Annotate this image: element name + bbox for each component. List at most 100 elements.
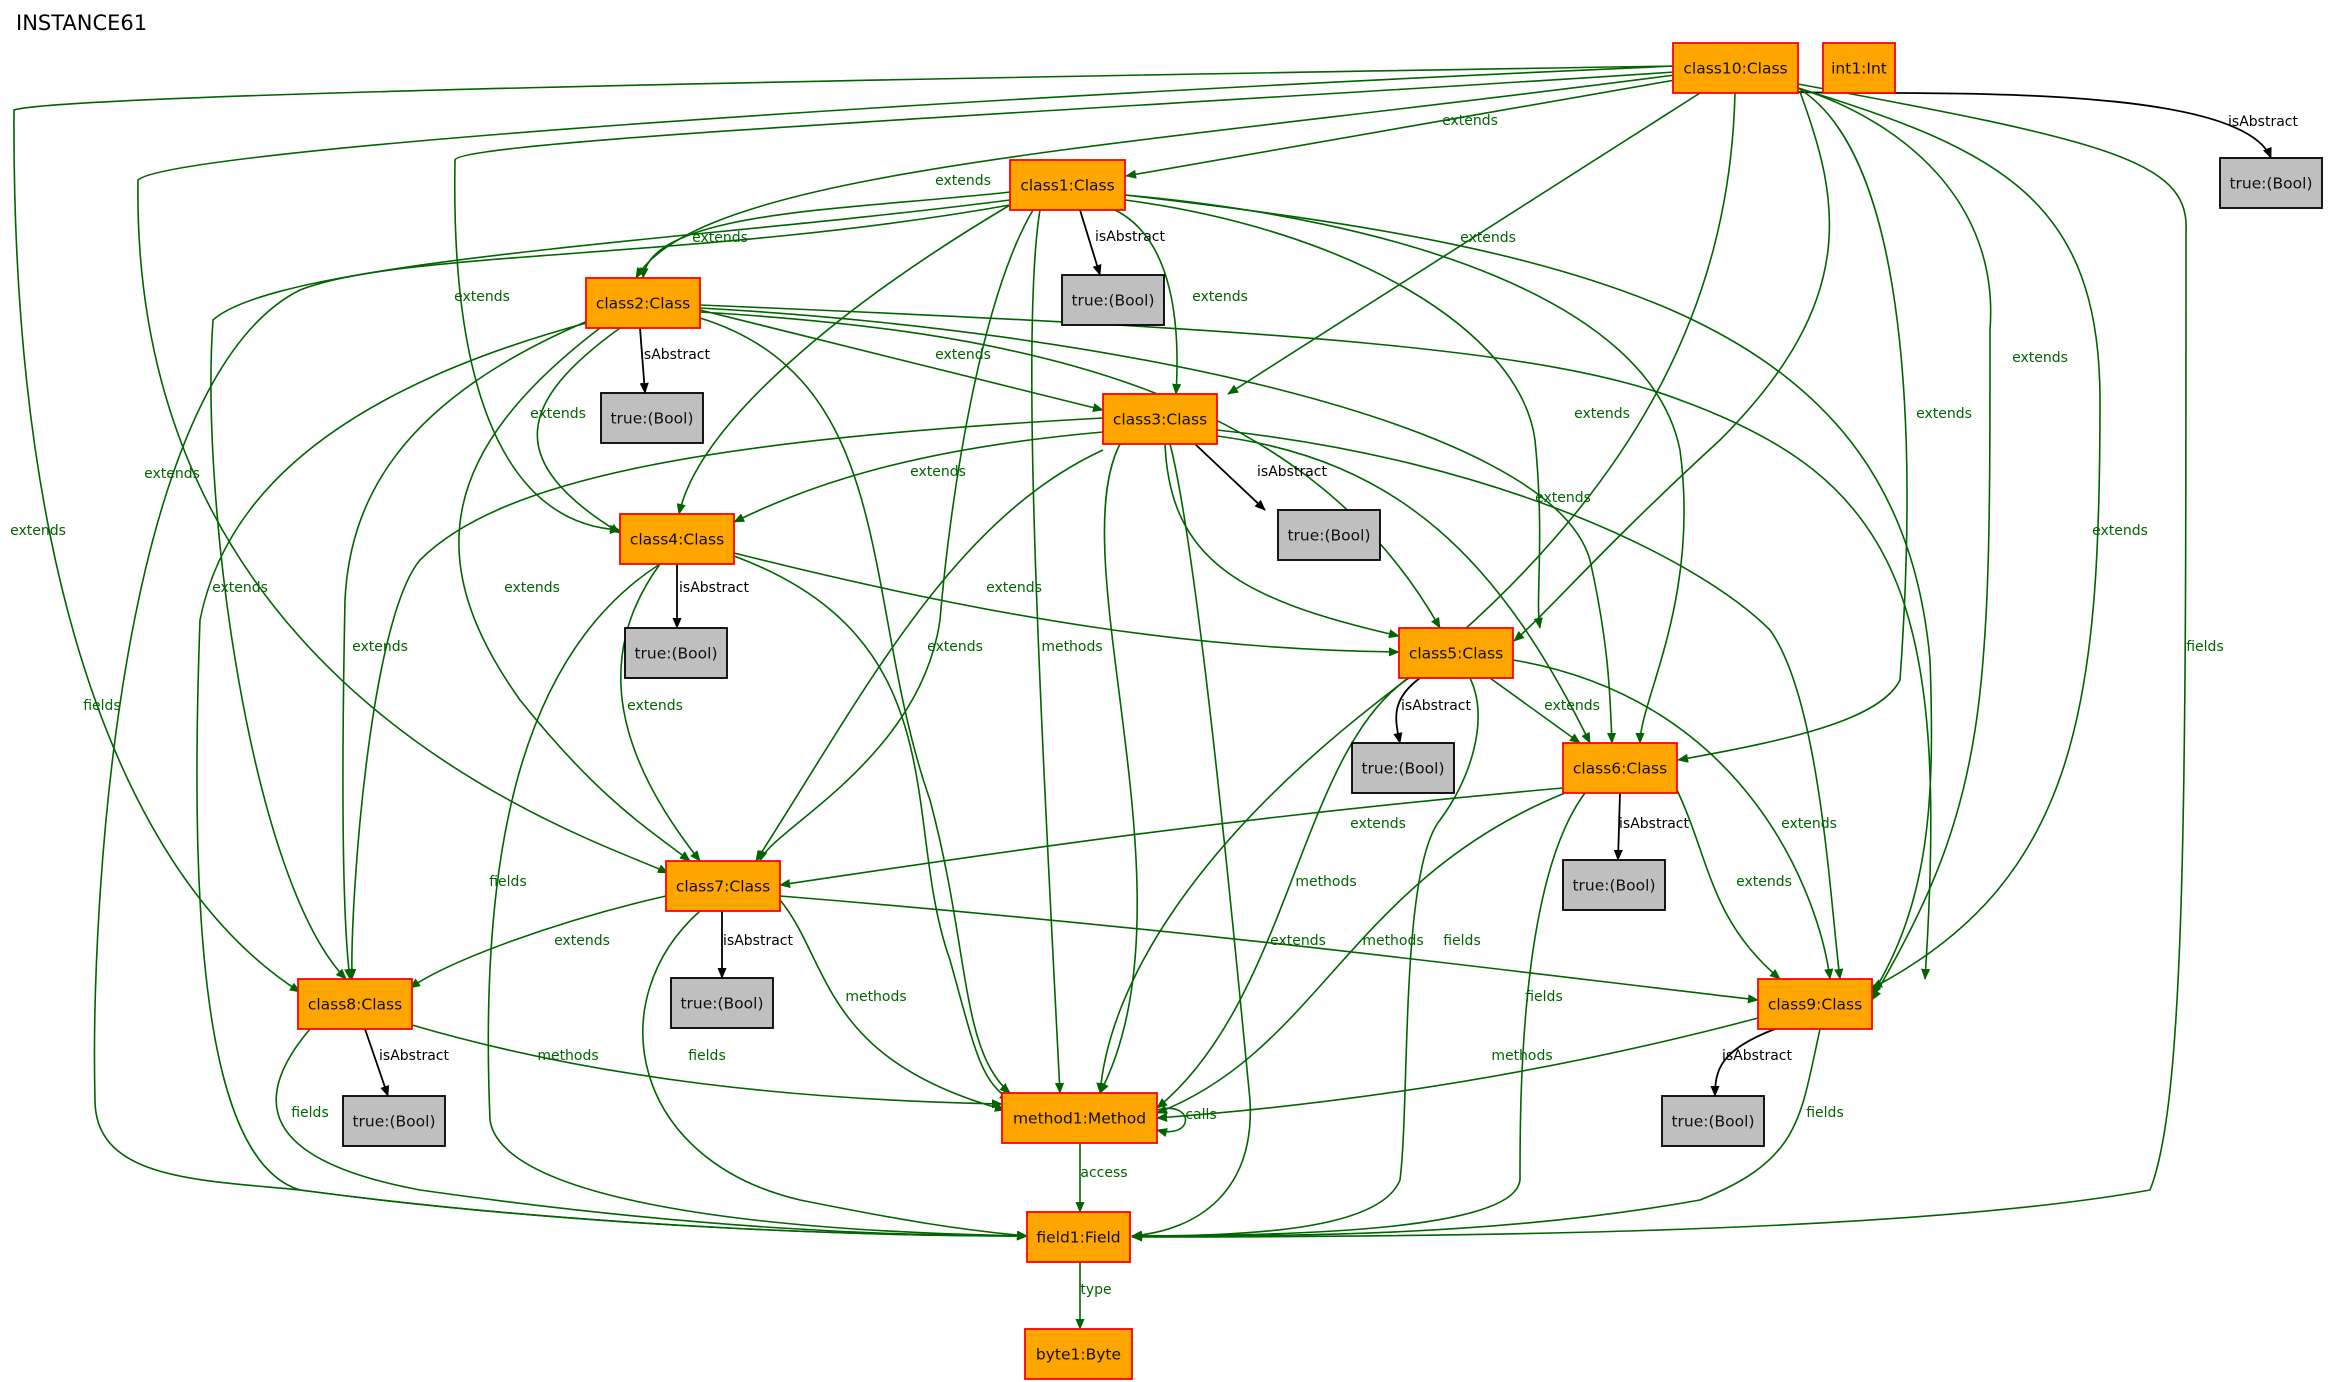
edge-class7-method1 bbox=[779, 899, 1006, 1112]
node-b8[interactable]: true:(Bool) bbox=[342, 1095, 446, 1147]
edge-class10-class3 bbox=[1227, 92, 1701, 395]
edge-class3-class7 bbox=[755, 449, 1104, 862]
node-b7[interactable]: true:(Bool) bbox=[670, 977, 774, 1029]
node-b5[interactable]: true:(Bool) bbox=[1351, 742, 1455, 794]
edge-class3-b3 bbox=[1194, 443, 1266, 511]
node-box-class7 bbox=[665, 860, 781, 912]
edge-label-class7-class8: extends bbox=[554, 933, 610, 949]
edge-class10-class5 bbox=[1513, 91, 1831, 642]
edge-label-class10-class9: extends bbox=[2092, 523, 2148, 539]
node-b1[interactable]: true:(Bool) bbox=[1061, 274, 1165, 326]
node-class1[interactable]: class1:Class bbox=[1009, 159, 1126, 211]
edge-class9-field1 bbox=[1131, 1028, 1821, 1241]
node-label-byte1: byte1:Byte bbox=[1036, 1346, 1121, 1364]
edge-label-class1-b1: isAbstract bbox=[1095, 229, 1165, 245]
node-class9[interactable]: class9:Class bbox=[1757, 978, 1873, 1030]
node-byte1[interactable]: byte1:Byte bbox=[1024, 1328, 1133, 1380]
edge-label-class5-class6: extends bbox=[1544, 698, 1600, 714]
edge-class6-class9 bbox=[1676, 789, 1781, 980]
edge-class10-class8 bbox=[13, 65, 1676, 993]
node-b10[interactable]: true:(Bool) bbox=[2219, 157, 2323, 209]
node-class6[interactable]: class6:Class bbox=[1562, 742, 1678, 794]
node-label-class5: class5:Class bbox=[1409, 645, 1503, 663]
node-class7[interactable]: class7:Class bbox=[665, 860, 781, 912]
node-class8[interactable]: class8:Class bbox=[297, 978, 413, 1030]
edge-label-class10-class4: extends bbox=[454, 289, 510, 305]
edge-class1-class8 bbox=[210, 199, 1011, 980]
edge-label-class1-class2: extends bbox=[692, 230, 748, 246]
edge-label-class8-method1: methods bbox=[537, 1048, 598, 1064]
node-label-b10: true:(Bool) bbox=[2229, 175, 2312, 193]
node-label-class1: class1:Class bbox=[1020, 177, 1114, 195]
node-b9[interactable]: true:(Bool) bbox=[1661, 1095, 1765, 1147]
node-label-b8: true:(Bool) bbox=[352, 1113, 435, 1131]
node-label-b5: true:(Bool) bbox=[1361, 760, 1444, 778]
nodes-layer: class10:Class int1:Int true:(Bool) class1:C… bbox=[297, 42, 2323, 1380]
edge-class10-class1 bbox=[1125, 79, 1676, 179]
edge-class4-field1 bbox=[487, 563, 1028, 1241]
edge-label-class10-field1: fields bbox=[2186, 639, 2224, 655]
edge-label-method1-field1: access bbox=[1080, 1165, 1127, 1181]
edge-class3-field1 bbox=[1131, 443, 1252, 1240]
node-label-b1: true:(Bool) bbox=[1071, 292, 1154, 310]
edge-label-class6-method1: methods bbox=[1362, 933, 1423, 949]
edge-label-class10-class9: extends bbox=[2012, 350, 2068, 366]
edge-label-class8-b8: isAbstract bbox=[379, 1048, 449, 1064]
edge-label-class10-class1: extends bbox=[1442, 113, 1498, 129]
node-box-field1 bbox=[1026, 1211, 1131, 1263]
edge-class3-class6 bbox=[1216, 435, 1591, 744]
node-label-class3: class3:Class bbox=[1113, 411, 1207, 429]
edge-class7-class8 bbox=[409, 895, 667, 989]
edge-class3-class5 bbox=[1164, 443, 1400, 639]
node-label-b6: true:(Bool) bbox=[1572, 877, 1655, 895]
node-label-b4: true:(Bool) bbox=[634, 645, 717, 663]
node-class4[interactable]: class4:Class bbox=[619, 513, 735, 565]
edge-label-class5-class9: extends bbox=[1781, 816, 1837, 832]
node-box-b1 bbox=[1061, 274, 1165, 326]
edge-class4-class7 bbox=[620, 563, 701, 862]
node-int1[interactable]: int1:Int bbox=[1822, 42, 1896, 94]
node-b4[interactable]: true:(Bool) bbox=[624, 627, 728, 679]
node-class3[interactable]: class3:Class bbox=[1102, 393, 1218, 445]
node-box-b9 bbox=[1661, 1095, 1765, 1147]
edge-class1-class4 bbox=[676, 204, 1011, 515]
edge-class5-field1 bbox=[1131, 677, 1479, 1241]
edge-label-class1-method1: methods bbox=[1041, 639, 1102, 655]
node-b3[interactable]: true:(Bool) bbox=[1277, 509, 1381, 561]
edge-label-class7-class9: extends bbox=[1270, 933, 1326, 949]
edge-label-method1-method1: calls bbox=[1185, 1107, 1216, 1123]
edge-class1-class9 bbox=[1124, 194, 1933, 996]
edge-class4-class5 bbox=[733, 552, 1400, 657]
edge-label-class1-class8: extends bbox=[212, 580, 268, 596]
node-method1[interactable]: method1:Method bbox=[1001, 1092, 1158, 1144]
edge-label-class1-field1: fields bbox=[83, 698, 121, 714]
edge-class2-class6 bbox=[699, 307, 1617, 744]
node-class5[interactable]: class5:Class bbox=[1398, 627, 1514, 679]
node-b6[interactable]: true:(Bool) bbox=[1562, 859, 1666, 911]
edge-label-class8-field1: fields bbox=[291, 1105, 329, 1121]
edge-label-class4-class7: extends bbox=[627, 698, 683, 714]
edge-class2-class7 bbox=[458, 327, 691, 862]
node-label-method1: method1:Method bbox=[1013, 1110, 1146, 1128]
node-class2[interactable]: class2:Class bbox=[585, 277, 701, 329]
node-label-class2: class2:Class bbox=[596, 295, 690, 313]
edge-label-class9-field1: fields bbox=[1806, 1105, 1844, 1121]
edge-label-class2-class4: extends bbox=[530, 406, 586, 422]
edge-class2-class9 bbox=[699, 304, 1932, 980]
node-label-b9: true:(Bool) bbox=[1671, 1113, 1754, 1131]
node-box-b5 bbox=[1351, 742, 1455, 794]
edge-class10-class9 bbox=[1797, 87, 2101, 989]
node-field1[interactable]: field1:Field bbox=[1026, 1211, 1131, 1263]
edge-class10-class7 bbox=[137, 65, 1676, 874]
node-box-b3 bbox=[1277, 509, 1381, 561]
edge-class1-class7 bbox=[758, 209, 1034, 862]
node-box-class2 bbox=[585, 277, 701, 329]
edge-class6-class7 bbox=[779, 787, 1564, 889]
edge-class3-method1 bbox=[1099, 443, 1138, 1094]
node-class10[interactable]: class10:Class bbox=[1672, 42, 1799, 94]
edge-label-field1-byte1: type bbox=[1080, 1282, 1111, 1298]
edge-label-class2-b2: isAbstract bbox=[640, 347, 710, 363]
edge-class8-method1 bbox=[411, 1024, 1003, 1109]
node-b2[interactable]: true:(Bool) bbox=[600, 392, 704, 444]
edge-class1-b1 bbox=[1079, 209, 1102, 276]
